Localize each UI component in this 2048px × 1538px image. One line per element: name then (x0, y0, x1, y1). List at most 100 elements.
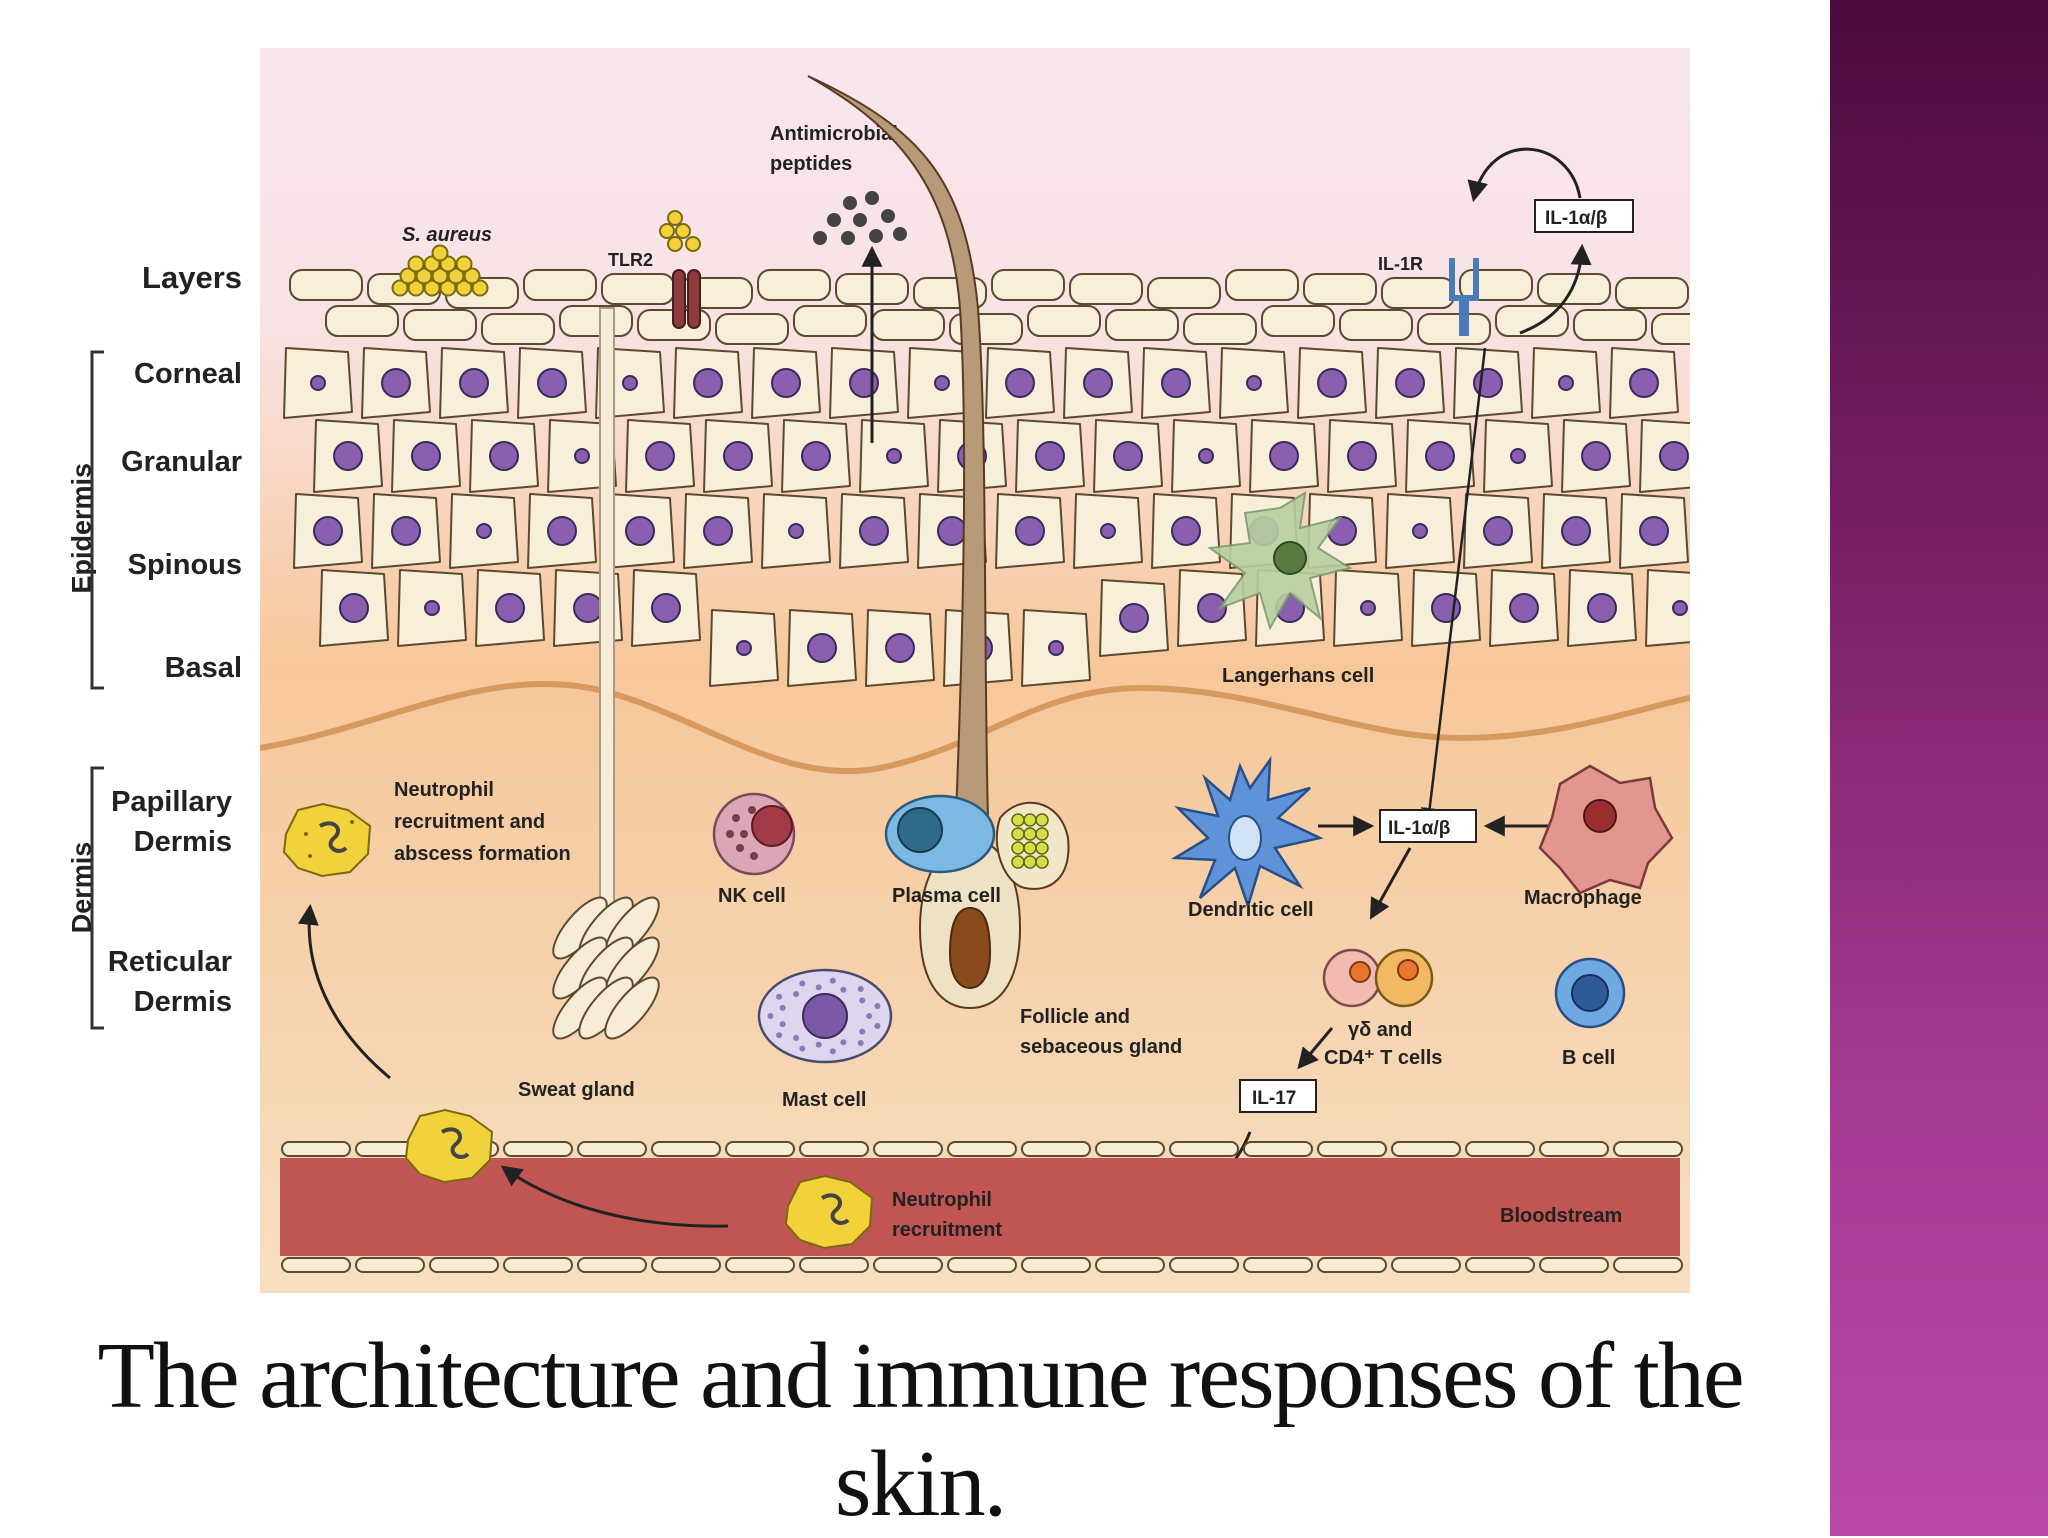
endothelial-cell (651, 1141, 721, 1157)
keratinocyte-nucleus (1629, 368, 1659, 398)
keratinocyte-nucleus (736, 640, 752, 656)
neutrophil-abscess (282, 802, 372, 878)
mast-granule (857, 986, 864, 993)
endothelial-cell (281, 1257, 351, 1273)
endothelial-cell (1317, 1141, 1387, 1157)
corneal-cell (1417, 313, 1491, 345)
endothelial-cell (1169, 1141, 1239, 1157)
il1-to-tcell-arrow (1369, 847, 1412, 920)
keratinocyte-nucleus (1035, 441, 1065, 471)
hair-follicle (807, 75, 1070, 1010)
corneal-cell (1105, 309, 1179, 341)
keratinocyte-nucleus (574, 448, 590, 464)
corneal-cell (523, 269, 597, 301)
keratinocyte-nucleus (934, 375, 950, 391)
corneal-cell (1303, 273, 1377, 305)
keratinocyte-nucleus (693, 368, 723, 398)
mast-granule (859, 1028, 866, 1035)
tlr2-label: TLR2 (608, 250, 653, 270)
keratinocyte-nucleus (1587, 593, 1617, 623)
endothelial-cell (1539, 1141, 1609, 1157)
keratinocyte-nucleus (1360, 600, 1376, 616)
label-granular: Granular (121, 446, 242, 478)
vessel-wall-bottom (281, 1257, 1683, 1273)
keratinocyte-nucleus (1113, 441, 1143, 471)
keratinocyte-nucleus (1395, 368, 1425, 398)
bloodstream-label: Bloodstream (1500, 1205, 1622, 1227)
keratinocyte-cells (283, 347, 1690, 687)
corneal-cell (1537, 273, 1611, 305)
keratinocyte-nucleus (1269, 441, 1299, 471)
keratinocyte-nucleus (1197, 593, 1227, 623)
mast-granule (779, 1021, 786, 1028)
b-cell (1554, 957, 1626, 1029)
keratinocyte-nucleus (1005, 368, 1035, 398)
keratinocyte-nucleus (1119, 603, 1149, 633)
keratinocyte-nucleus (1161, 368, 1191, 398)
mast-granule (857, 1039, 864, 1046)
keratinocyte-nucleus (1246, 375, 1262, 391)
keratinocyte-nucleus (313, 516, 343, 546)
endothelial-cell (1391, 1257, 1461, 1273)
keratinocyte-nucleus (1561, 516, 1591, 546)
keratinocyte-nucleus (1425, 441, 1455, 471)
corneal-cell (1261, 305, 1335, 337)
keratinocyte-nucleus (476, 523, 492, 539)
skin-diagram: S. aureus TLR2 Sweat gland Antimicrobial… (260, 48, 1690, 1293)
label-papillary-dermis: Papillary Dermis (111, 786, 232, 858)
corneal-cell (601, 273, 675, 305)
corneal-cell (793, 305, 867, 337)
corneal-cell (1381, 277, 1455, 309)
mast-granule (829, 977, 836, 984)
endothelial-cell (725, 1141, 795, 1157)
keratinocyte-nucleus (1100, 523, 1116, 539)
keratinocyte-nucleus (1317, 368, 1347, 398)
mast-granule (779, 1004, 786, 1011)
endothelial-cell (1169, 1257, 1239, 1273)
endothelial-cell (1243, 1141, 1313, 1157)
corneal-cell (559, 305, 633, 337)
endothelial-cell (1243, 1257, 1313, 1273)
endothelial-cell (281, 1141, 351, 1157)
keratinocyte-nucleus (807, 633, 837, 663)
endothelial-cell (1021, 1141, 1091, 1157)
sebaceous-droplet (1011, 841, 1025, 855)
keratinocyte-nucleus (495, 593, 525, 623)
dendritic-cell (1170, 755, 1324, 911)
macrophage (1538, 764, 1674, 895)
s-aureus-bacterium (471, 279, 489, 297)
mast-granule (793, 1034, 800, 1041)
sweat-gland-label: Sweat gland (518, 1079, 635, 1101)
mast-granule (840, 986, 847, 993)
keratinocyte-nucleus (1639, 516, 1669, 546)
endothelial-cell (947, 1257, 1017, 1273)
keratinocyte-nucleus (1473, 368, 1503, 398)
endothelial-cell (1095, 1257, 1165, 1273)
endothelial-cell (1539, 1257, 1609, 1273)
neutro-abscess-label-2: recruitment and (394, 811, 545, 833)
sebaceous-droplet (1011, 855, 1025, 869)
mast-granule (815, 984, 822, 991)
keratinocyte-nucleus (723, 441, 753, 471)
keratinocyte-nucleus (339, 593, 369, 623)
mast-granule (840, 1039, 847, 1046)
neutro-abscess-label-3: abscess formation (394, 843, 571, 865)
il1-release-arrow (1519, 243, 1592, 335)
endothelial-cell (725, 1257, 795, 1273)
endothelial-cell (1095, 1141, 1165, 1157)
keratinocyte-nucleus (1015, 516, 1045, 546)
keratinocyte-nucleus (788, 523, 804, 539)
tcell-label-1: γδ and (1348, 1019, 1412, 1041)
il17-box (1239, 1079, 1317, 1113)
vessel-neutrophil-arrow (500, 1165, 729, 1228)
label-basal: Basal (164, 652, 242, 684)
keratinocyte-nucleus (1198, 448, 1214, 464)
plasma-label: Plasma cell (892, 885, 1001, 907)
s-aureus-cluster (391, 244, 489, 297)
label-layers: Layers (142, 260, 242, 295)
corneal-cell (1069, 273, 1143, 305)
keratinocyte-nucleus (1483, 516, 1513, 546)
sebaceous-droplet (1023, 841, 1037, 855)
corneal-cell (1339, 309, 1413, 341)
